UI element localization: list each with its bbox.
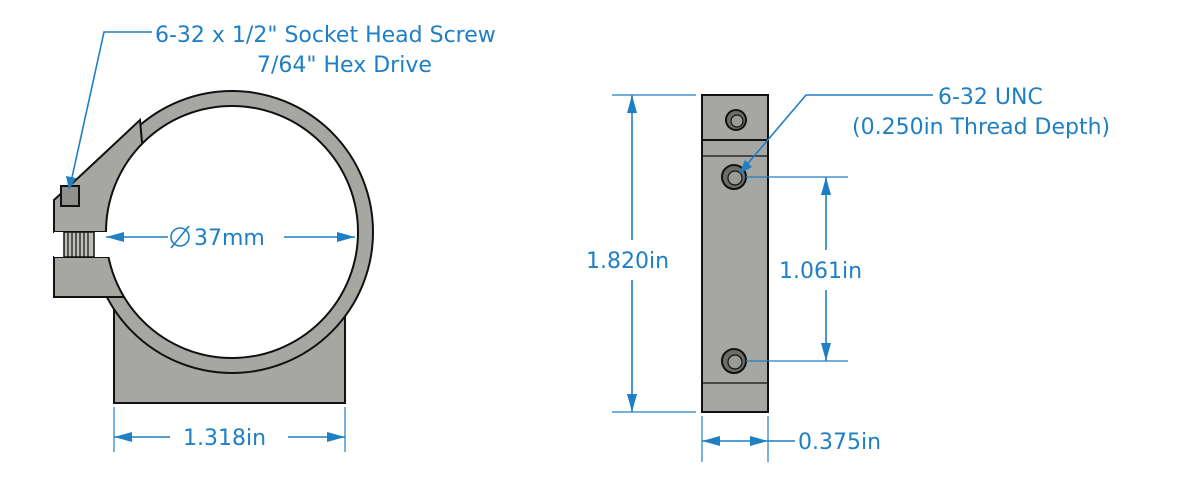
thickness-label: 0.375in (798, 430, 881, 455)
clamp-front-view (53, 90, 374, 404)
width-label: 1.318in (183, 426, 266, 451)
thread-note-line2: (0.250in Thread Depth) (852, 115, 1110, 140)
height-dimension (612, 94, 696, 413)
clamp-side-view (701, 94, 769, 413)
screw-leader (66, 31, 152, 190)
side-hole-top (725, 109, 747, 131)
screw-note-line1: 6-32 x 1/2" Socket Head Screw (155, 23, 496, 48)
hole-spacing-label: 1.061in (779, 259, 862, 284)
thread-note-line1: 6-32 UNC (938, 85, 1043, 110)
thickness-dimension (701, 416, 795, 462)
hole-spacing-dimension (746, 176, 848, 362)
screw-note-line2: 7/64" Hex Drive (257, 53, 432, 78)
bore-diameter-dimension (106, 225, 355, 249)
width-dimension (113, 407, 346, 452)
threaded-hole-lower (721, 348, 747, 374)
diameter-symbol-icon (170, 225, 190, 249)
threaded-hole-upper (721, 164, 747, 190)
thread-leader (739, 94, 933, 174)
screw-head (60, 185, 80, 207)
screw-thread (63, 231, 95, 258)
height-label: 1.820in (586, 249, 669, 274)
bore-diameter-label: 37mm (194, 226, 265, 251)
